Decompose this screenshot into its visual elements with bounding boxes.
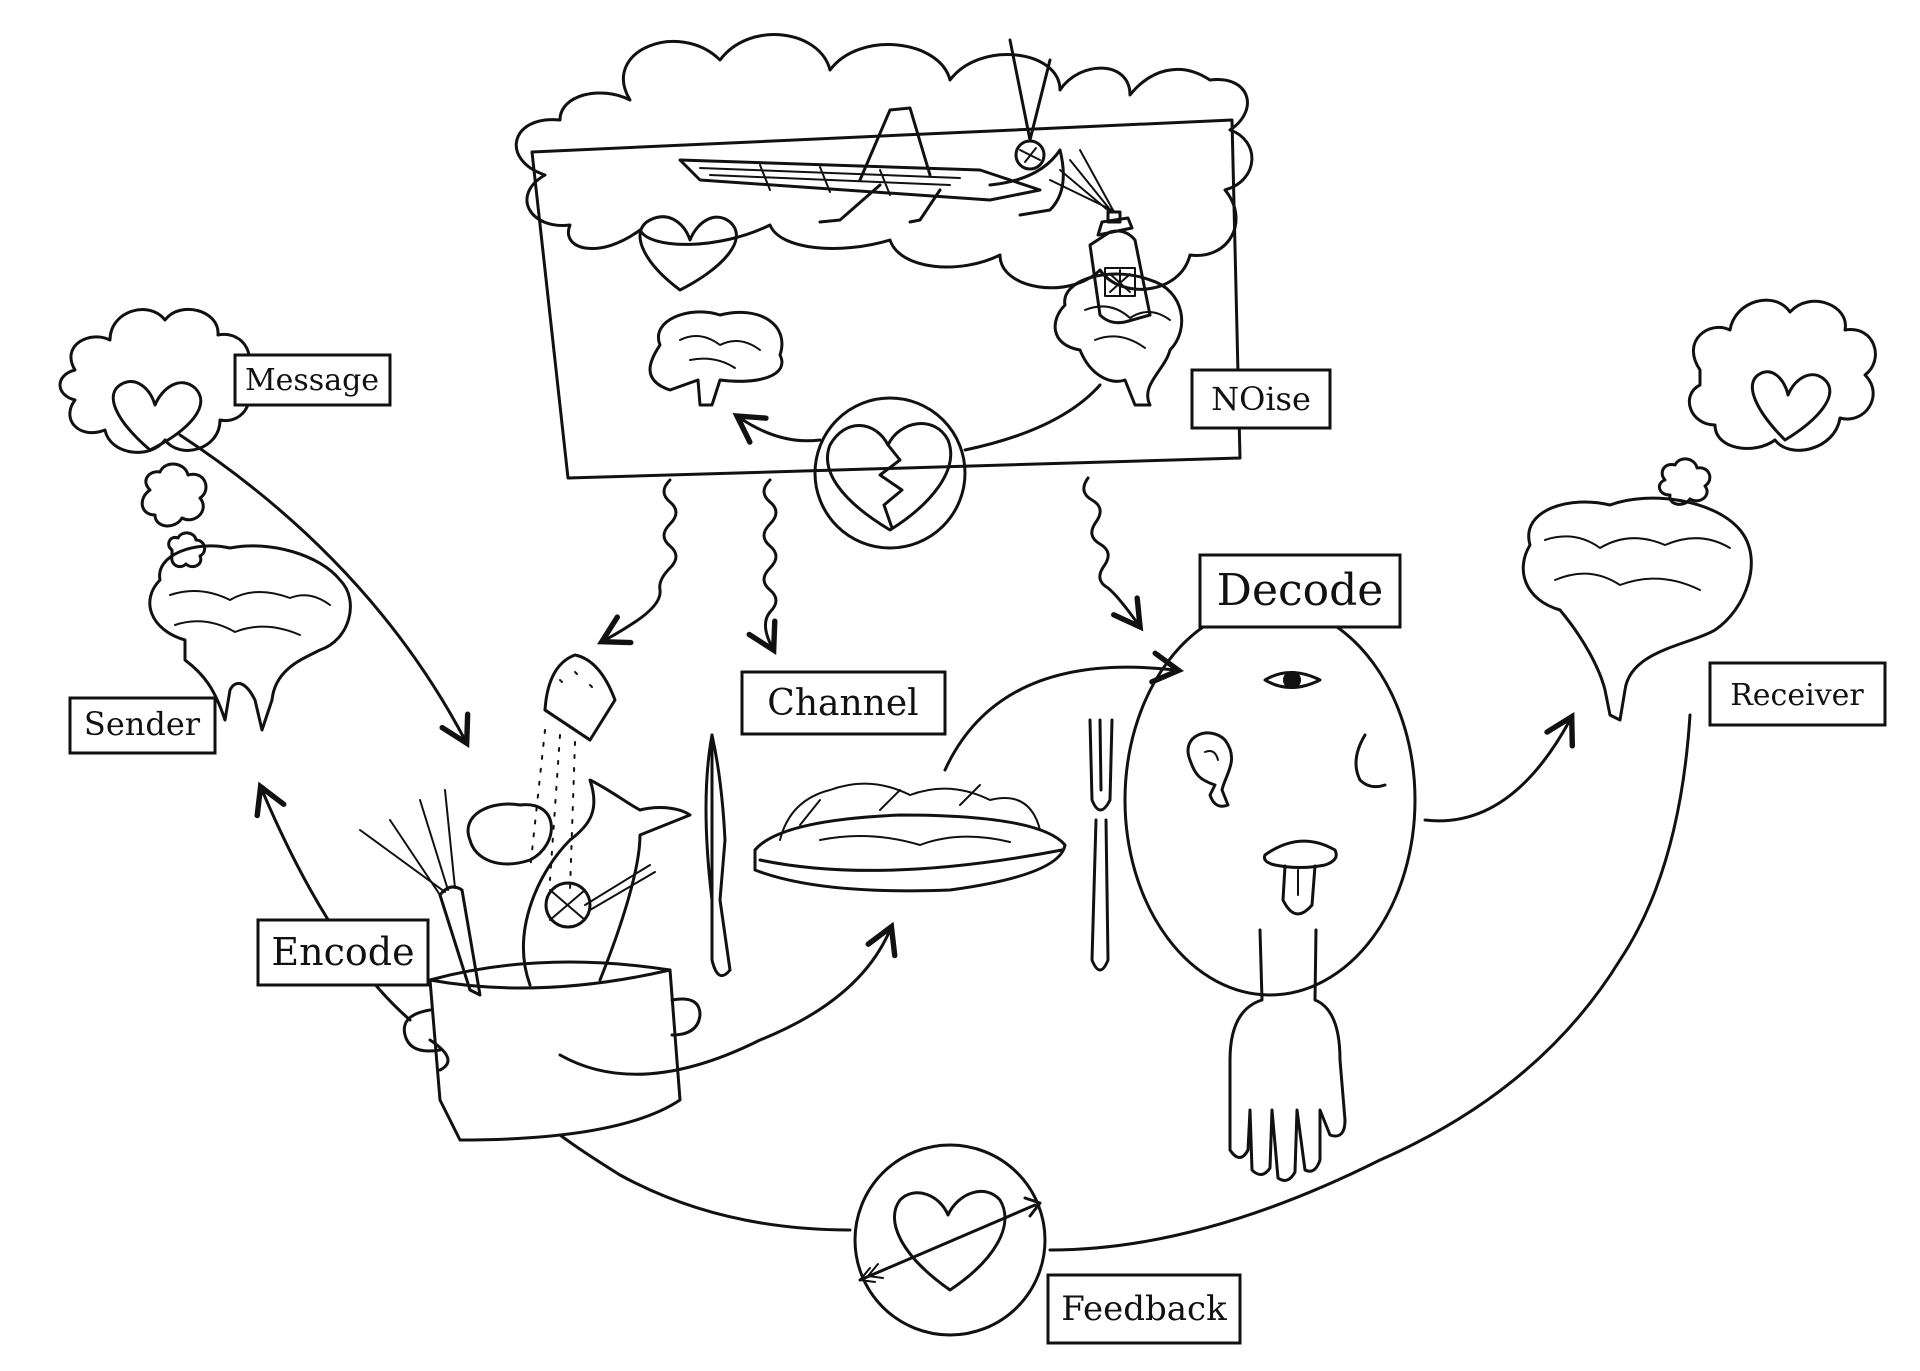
message-arrow xyxy=(178,433,471,748)
brain-icon xyxy=(148,544,352,732)
noise-arrow-left xyxy=(732,412,822,445)
thought-cloud-icon xyxy=(1657,298,1877,506)
noise-connector-right xyxy=(963,383,1102,452)
knife-icon xyxy=(704,733,732,978)
feedback-loop-left xyxy=(558,1133,852,1232)
noise-label-text: NOise xyxy=(1211,380,1311,418)
message-label-text: Message xyxy=(245,363,379,398)
potato-icon xyxy=(466,802,553,866)
salt-shaker-icon xyxy=(529,653,617,891)
fork-icon xyxy=(1088,718,1114,972)
sender-label: Sender xyxy=(68,696,217,755)
plate-of-food-icon xyxy=(753,782,1067,893)
encode-to-channel-arrow xyxy=(558,921,898,1076)
tongue-icon xyxy=(1263,839,1338,916)
encode-label: Encode xyxy=(256,918,430,987)
fish-icon xyxy=(522,778,692,987)
noise-panel xyxy=(530,118,1242,480)
noise-label: NOise xyxy=(1190,368,1332,430)
sender-label-text: Sender xyxy=(84,705,201,743)
receiver-label: Receiver xyxy=(1708,661,1887,727)
channel-to-decode-arrow xyxy=(943,650,1184,772)
feedback-label: Feedback xyxy=(1046,1273,1242,1345)
decode-label-text: Decode xyxy=(1217,565,1384,616)
receiver-label-text: Receiver xyxy=(1730,678,1864,713)
nose-icon xyxy=(1354,733,1387,789)
broken-heart-icon xyxy=(813,396,967,550)
decode-label: Decode xyxy=(1198,553,1402,629)
thought-cloud-icon xyxy=(514,33,1254,291)
heart-icon xyxy=(1750,370,1832,442)
squiggly-arrow-icon xyxy=(597,476,1144,656)
thought-cloud-icon xyxy=(58,307,251,569)
brain-icon xyxy=(1053,272,1184,407)
heart-icon xyxy=(638,215,738,292)
feedback-label-text: Feedback xyxy=(1061,1289,1227,1329)
face-icon xyxy=(1123,603,1417,997)
encode-label-text: Encode xyxy=(271,930,414,974)
bug-spray-icon xyxy=(1049,149,1152,325)
hand-icon xyxy=(1228,928,1347,1182)
carrot-icon xyxy=(359,789,482,997)
message-label: Message xyxy=(233,353,392,407)
feedback-loop-right xyxy=(1048,713,1692,1252)
heart-icon xyxy=(111,380,203,452)
brain-icon xyxy=(648,310,784,407)
cooking-pot-icon xyxy=(402,960,702,1142)
channel-label: Channel xyxy=(740,670,947,736)
ear-icon xyxy=(1186,731,1233,808)
decode-to-receiver-arrow xyxy=(1423,712,1575,823)
heart-with-arrow-icon xyxy=(853,1143,1047,1337)
grasshopper-icon xyxy=(678,38,1065,224)
channel-label-text: Channel xyxy=(767,683,918,724)
eye-icon xyxy=(1263,671,1322,689)
brain-icon xyxy=(1521,496,1753,722)
